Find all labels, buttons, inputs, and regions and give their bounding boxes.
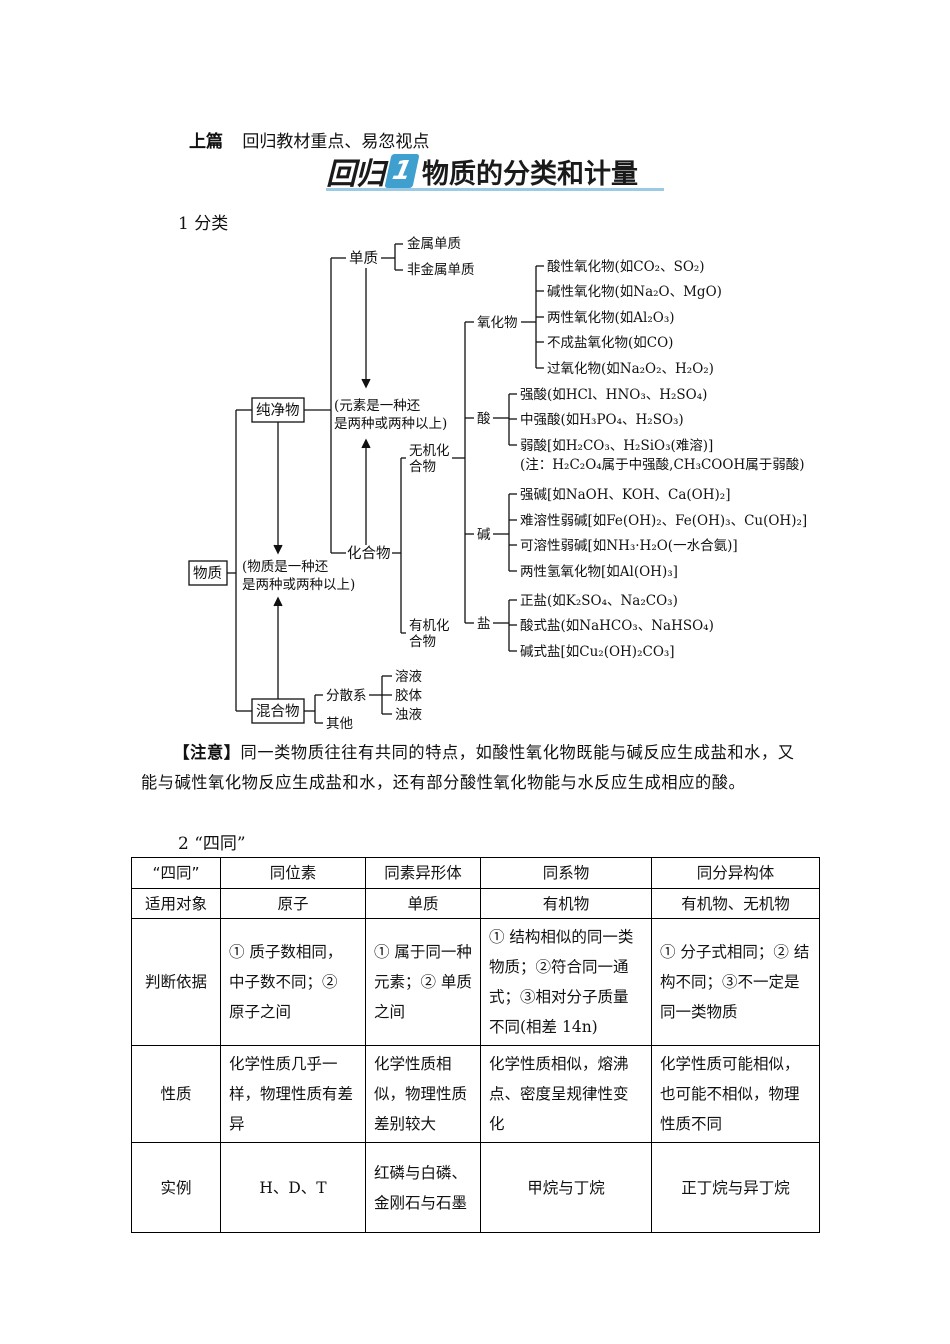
acid-label: 酸 bbox=[477, 411, 491, 427]
table-header: 同系物 bbox=[480, 857, 652, 889]
pure-note-line2: 是两种或两种以上) bbox=[334, 416, 447, 432]
table-cell: 适用对象 bbox=[131, 888, 221, 919]
root-note-line2: 是两种或两种以上) bbox=[242, 577, 355, 593]
note-text: 同一类物质往往有共同的特点，如酸性氧化物既能与碱反应生成盐和水，又能与碱性氧化物… bbox=[141, 743, 795, 792]
chapter-banner: 回归 1 物质的分类和计量 bbox=[326, 151, 638, 192]
dispersion-item: 浊液 bbox=[395, 707, 422, 723]
salt-item: 正盐(如K₂SO₄、Na₂CO₃) bbox=[520, 593, 678, 609]
root-note-line1: (物质是一种还 bbox=[242, 559, 329, 575]
organic-line2: 合物 bbox=[409, 634, 436, 650]
table-cell: 正丁烷与异丁烷 bbox=[651, 1142, 820, 1233]
table-cell: ① 结构相似的同一类物质；②符合同一通式；③相对分子质量不同(相差 14n) bbox=[480, 918, 652, 1046]
part-label: 上篇 回归教材重点、易忽视点 bbox=[189, 127, 429, 152]
table-cell: 甲烷与丁烷 bbox=[480, 1142, 652, 1233]
part-subtitle: 回归教材重点、易忽视点 bbox=[242, 132, 430, 152]
mixture-label: 混合物 bbox=[256, 703, 300, 720]
section-heading-2: 2 “四同” bbox=[178, 834, 246, 854]
table-row: 适用对象 原子 单质 有机物 有机物、无机物 bbox=[131, 888, 820, 919]
table-cell: 原子 bbox=[220, 888, 366, 919]
compound-label: 化合物 bbox=[347, 545, 391, 562]
base-item: 强碱[如NaOH、KOH、Ca(OH)₂] bbox=[520, 487, 730, 503]
inorganic-line1: 无机化 bbox=[409, 443, 450, 459]
classification-tree: 物质 (物质是一种还 是两种或两种以上) 纯净物 (元素是一种还 是两种或两种以… bbox=[188, 236, 807, 732]
table-cell: 有机物、无机物 bbox=[651, 888, 820, 919]
table-cell: 化学性质可能相似，也可能不相似，物理性质不同 bbox=[651, 1045, 820, 1143]
base-item: 可溶性弱碱[如NH₃·H₂O(一水合氨)] bbox=[520, 538, 738, 554]
dispersion-item: 胶体 bbox=[395, 687, 422, 704]
table-cell: 性质 bbox=[131, 1045, 221, 1143]
banner-underline bbox=[326, 188, 664, 191]
table-cell: ① 分子式相同；② 结构不同；③不一定是同一类物质 bbox=[651, 918, 820, 1046]
tree-lines bbox=[188, 243, 544, 724]
dispersion-item: 溶液 bbox=[395, 669, 422, 685]
organic-line1: 有机化 bbox=[409, 618, 450, 634]
table-cell: 有机物 bbox=[480, 888, 652, 919]
oxide-item: 不成盐氧化物(如CO) bbox=[547, 335, 673, 351]
other-label: 其他 bbox=[326, 716, 353, 732]
oxide-item: 过氧化物(如Na₂O₂、H₂O₂) bbox=[547, 361, 714, 377]
salt-item: 碱式盐[如Cu₂(OH)₂CO₃] bbox=[520, 644, 675, 660]
table-cell: 化学性质相似，熔沸点、密度呈规律性变化 bbox=[480, 1045, 652, 1143]
table-cell: H、D、T bbox=[220, 1142, 366, 1233]
oxide-item: 碱性氧化物(如Na₂O、MgO) bbox=[547, 284, 722, 300]
pure-note-line1: (元素是一种还 bbox=[334, 398, 421, 414]
table-cell: 实例 bbox=[131, 1142, 221, 1233]
table-row: 判断依据 ① 质子数相同，中子数不同；② 原子之间 ① 属于同一种元素；② 单质… bbox=[131, 918, 820, 1046]
banner-prefix: 回归 bbox=[326, 157, 385, 192]
base-item: 两性氢氧化物[如Al(OH)₃] bbox=[520, 564, 678, 580]
table-header: “四同” bbox=[131, 857, 221, 889]
table-cell: 判断依据 bbox=[131, 918, 221, 1046]
inorganic-line2: 合物 bbox=[409, 459, 436, 475]
oxide-item: 两性氧化物(如Al₂O₃) bbox=[547, 310, 675, 326]
note-paragraph: 【注意】同一类物质往往有共同的特点，如酸性氧化物既能与碱反应生成盐和水，又能与碱… bbox=[141, 738, 811, 798]
part-name: 上篇 bbox=[189, 132, 223, 152]
table-cell: 化学性质几乎一样，物理性质有差异 bbox=[220, 1045, 366, 1143]
pure-label: 纯净物 bbox=[256, 402, 300, 419]
table-header-row: “四同” 同位素 同素异形体 同系物 同分异构体 bbox=[131, 857, 820, 889]
table-cell: 化学性质相似，物理性质差别较大 bbox=[365, 1045, 481, 1143]
table-row: 实例 H、D、T 红磷与白磷、金刚石与石墨 甲烷与丁烷 正丁烷与异丁烷 bbox=[131, 1142, 820, 1233]
acid-item: 强酸(如HCl、HNO₃、H₂SO₄) bbox=[520, 387, 707, 403]
oxide-label: 氧化物 bbox=[477, 315, 518, 331]
salt-label: 盐 bbox=[477, 616, 491, 632]
table-cell: 单质 bbox=[365, 888, 481, 919]
element-label: 单质 bbox=[349, 250, 378, 267]
dispersion-label: 分散系 bbox=[326, 688, 367, 704]
table-header: 同素异形体 bbox=[365, 857, 481, 889]
root-label: 物质 bbox=[193, 565, 222, 582]
table-header: 同分异构体 bbox=[651, 857, 820, 889]
metal-element: 金属单质 bbox=[407, 236, 461, 252]
acid-note: (注：H₂C₂O₄属于中强酸,CH₃COOH属于弱酸) bbox=[520, 457, 804, 473]
banner-title: 物质的分类和计量 bbox=[422, 158, 638, 190]
oxide-item: 酸性氧化物(如CO₂、SO₂) bbox=[547, 259, 705, 275]
nonmetal-element: 非金属单质 bbox=[407, 262, 475, 278]
base-item: 难溶性弱碱[如Fe(OH)₂、Fe(OH)₃、Cu(OH)₂] bbox=[520, 513, 807, 529]
table-row: 性质 化学性质几乎一样，物理性质有差异 化学性质相似，物理性质差别较大 化学性质… bbox=[131, 1045, 820, 1143]
note-tag: 【注意】 bbox=[173, 743, 241, 762]
section-heading-1: 1 分类 bbox=[178, 214, 229, 234]
acid-item: 弱酸[如H₂CO₃、H₂SiO₃(难溶)] bbox=[520, 438, 713, 454]
table-cell: ① 质子数相同，中子数不同；② 原子之间 bbox=[220, 918, 366, 1046]
acid-item: 中强酸(如H₃PO₄、H₂SO₃) bbox=[520, 412, 684, 428]
salt-item: 酸式盐(如NaHCO₃、NaHSO₄) bbox=[520, 618, 714, 634]
table-header: 同位素 bbox=[220, 857, 366, 889]
table-cell: 红磷与白磷、金刚石与石墨 bbox=[365, 1142, 481, 1233]
base-label: 碱 bbox=[477, 527, 491, 543]
table-cell: ① 属于同一种元素；② 单质之间 bbox=[365, 918, 481, 1046]
four-same-table: “四同” 同位素 同素异形体 同系物 同分异构体 适用对象 原子 单质 有机物 … bbox=[131, 857, 820, 1233]
